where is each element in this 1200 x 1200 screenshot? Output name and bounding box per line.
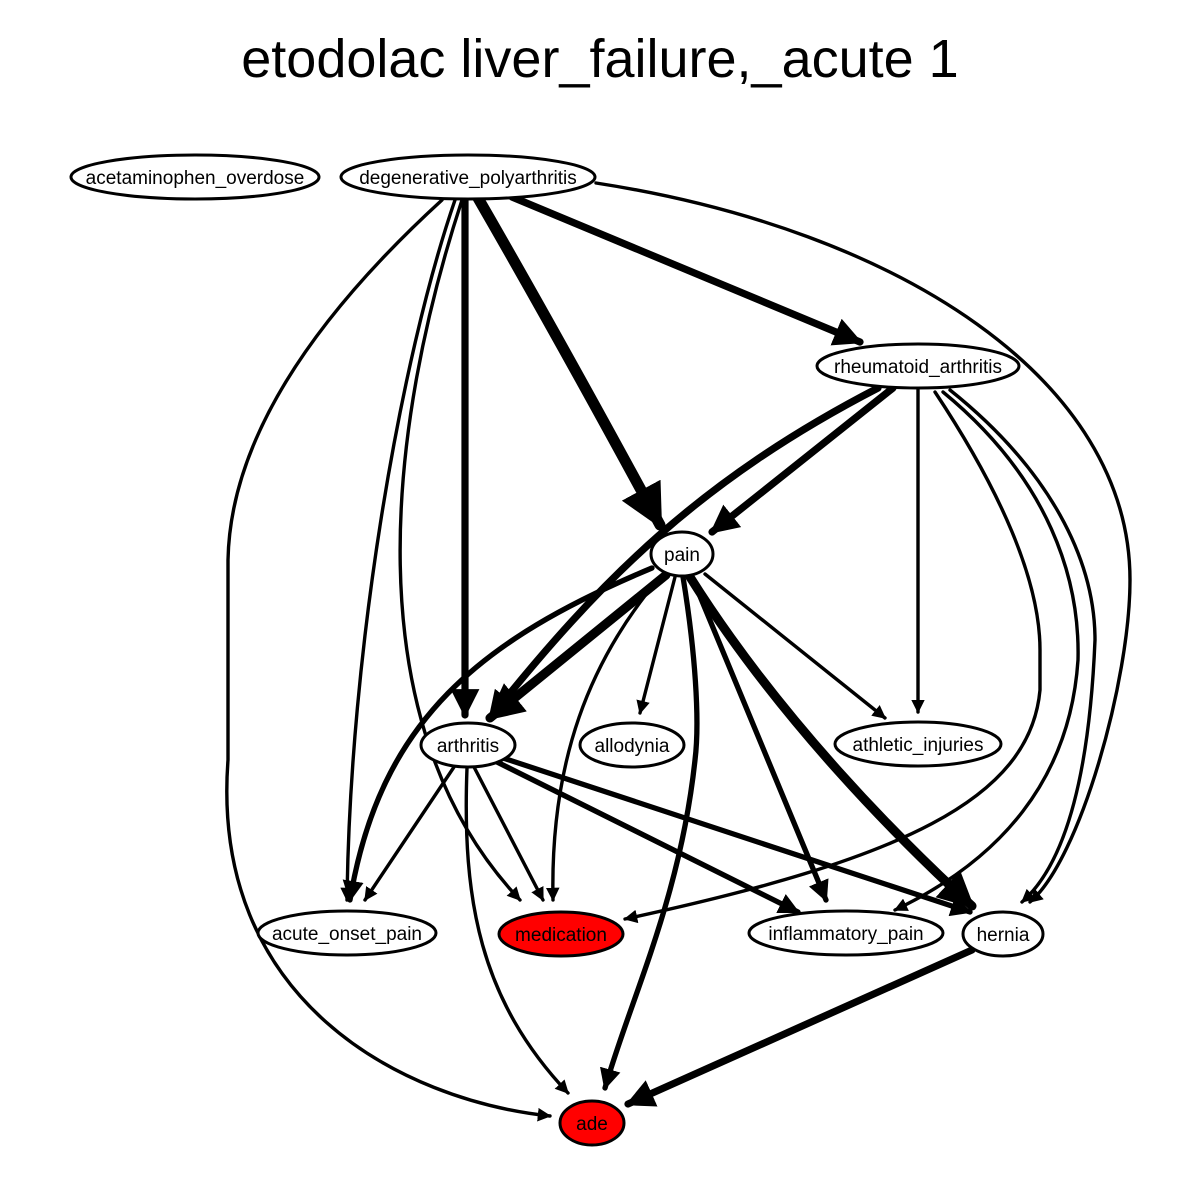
node-shape xyxy=(256,909,438,957)
edges-layer xyxy=(225,181,1132,1122)
node-rheumatoid-arthritis: rheumatoid_arthritis xyxy=(815,342,1021,390)
edge-pain-to-athletic_injuries xyxy=(703,572,887,720)
edge-line xyxy=(703,572,887,720)
edge-pain-to-ade xyxy=(600,574,700,1091)
edge-rheumatoid_arthritis-to-hernia xyxy=(948,388,1097,904)
node-label: ade xyxy=(576,1114,608,1135)
node-label: arthritis xyxy=(437,736,499,757)
edge-degenerative_polyarthritis-to-hernia xyxy=(594,181,1132,904)
node-pain: pain xyxy=(649,530,715,578)
edge-line xyxy=(508,193,864,346)
edge-line xyxy=(485,570,671,723)
edge-degenerative_polyarthritis-to-acute_onset_pain xyxy=(340,198,457,902)
node-shape xyxy=(747,909,945,957)
edge-line xyxy=(363,765,456,902)
edge-pain-to-medication xyxy=(545,575,662,902)
edge-arthritis-to-acute_onset_pain xyxy=(363,765,456,902)
edge-line xyxy=(689,574,829,903)
node-shape xyxy=(961,910,1045,958)
node-shape xyxy=(649,530,715,578)
edge-degenerative_polyarthritis-to-rheumatoid_arthritis xyxy=(508,193,864,346)
edge-line xyxy=(472,192,666,531)
edge-rheumatoid_arthritis-to-arthritis xyxy=(486,384,882,722)
node-label: hernia xyxy=(977,925,1030,946)
node-label: rheumatoid_arthritis xyxy=(834,357,1002,378)
edge-line xyxy=(600,574,700,1091)
node-label: degenerative_polyarthritis xyxy=(359,168,577,189)
node-label: athletic_injuries xyxy=(853,735,984,756)
edge-rheumatoid_arthritis-to-pain xyxy=(708,384,897,536)
node-arthritis: arthritis xyxy=(419,721,517,769)
edge-line xyxy=(594,181,1132,904)
edge-rheumatoid_arthritis-to-medication xyxy=(623,390,1042,924)
edge-degenerative_polyarthritis-to-medication xyxy=(398,198,522,902)
edge-arthritis-to-inflammatory_pain xyxy=(492,758,801,915)
edge-line xyxy=(497,754,973,917)
edge-line xyxy=(623,390,1042,924)
node-shape xyxy=(419,721,517,769)
node-label: medication xyxy=(515,925,607,946)
node-inflammatory-pain: inflammatory_pain xyxy=(747,909,945,957)
edge-hernia-to-ade xyxy=(624,946,976,1108)
edge-line xyxy=(398,198,522,902)
edge-line xyxy=(624,946,976,1108)
node-acetaminophen-overdose: acetaminophen_overdose xyxy=(69,153,321,201)
graph-title: etodolac liver_failure,_acute 1 xyxy=(241,29,959,89)
edge-line xyxy=(472,765,545,902)
edge-line xyxy=(636,575,677,715)
edge-line xyxy=(486,384,882,722)
edge-arthritis-to-hernia xyxy=(497,754,973,917)
node-athletic-injuries: athletic_injuries xyxy=(833,720,1003,768)
edge-arthritis-to-ade xyxy=(464,766,570,1095)
edge-degenerative_polyarthritis-to-pain xyxy=(472,192,666,531)
edge-pain-to-arthritis xyxy=(485,570,671,723)
edge-pain-to-allodynia xyxy=(636,575,677,715)
edge-line xyxy=(893,390,1080,912)
edge-line xyxy=(685,572,977,911)
edge-pain-to-acute_onset_pain xyxy=(342,565,655,903)
edge-line xyxy=(492,758,801,915)
node-degenerative-polyarthritis: degenerative_polyarthritis xyxy=(339,153,597,201)
node-shape xyxy=(497,910,625,958)
edge-line xyxy=(342,565,655,903)
edge-arthritis-to-medication xyxy=(472,765,545,902)
node-label: allodynia xyxy=(595,736,670,757)
node-label: inflammatory_pain xyxy=(768,924,923,945)
edge-pain-to-hernia xyxy=(685,572,977,911)
node-shape xyxy=(833,720,1003,768)
node-label: acetaminophen_overdose xyxy=(86,168,305,189)
edge-line xyxy=(948,388,1097,904)
node-label: pain xyxy=(664,545,700,566)
edge-line xyxy=(545,575,662,902)
node-shape xyxy=(339,153,597,201)
edge-degenerative_polyarthritis-to-ade xyxy=(225,198,552,1122)
edge-pain-to-inflammatory_pain xyxy=(689,574,829,903)
edge-line xyxy=(340,198,457,902)
edge-line xyxy=(464,766,570,1095)
node-acute-onset-pain: acute_onset_pain xyxy=(256,909,438,957)
nodes-layer: acetaminophen_overdose degenerative_polya… xyxy=(69,153,1045,1147)
node-shape xyxy=(578,721,686,769)
node-medication: medication xyxy=(497,910,625,958)
node-hernia: hernia xyxy=(961,910,1045,958)
node-label: acute_onset_pain xyxy=(272,924,422,945)
node-allodynia: allodynia xyxy=(578,721,686,769)
edge-line xyxy=(225,198,552,1122)
node-shape xyxy=(815,342,1021,390)
edge-rheumatoid_arthritis-to-inflammatory_pain xyxy=(893,390,1080,912)
node-ade: ade xyxy=(558,1099,626,1147)
node-shape xyxy=(558,1099,626,1147)
node-shape xyxy=(69,153,321,201)
edge-line xyxy=(708,384,897,536)
